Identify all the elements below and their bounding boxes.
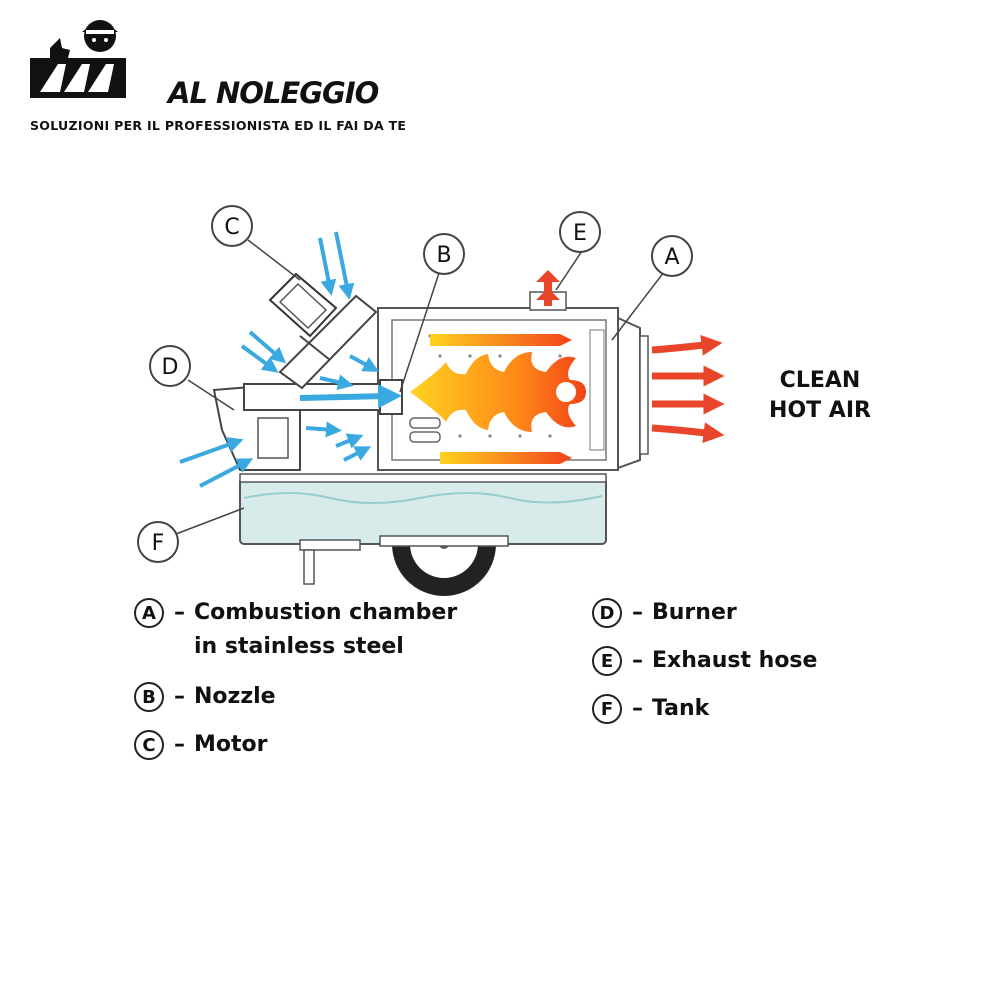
- brand-logo: AL NOLEGGIO SOLUZIONI PER IL PROFESSIONI…: [30, 18, 430, 133]
- legend-item-b: B – Nozzle: [134, 680, 457, 728]
- top-heat-flow: [430, 334, 572, 346]
- callout-f: F: [137, 521, 179, 563]
- legend-item-a: A – Combustion chamber in stainless stee…: [134, 596, 457, 680]
- burner: [212, 379, 403, 471]
- heater-diagram: C B E A D F: [137, 205, 725, 596]
- cold-air-arrows: [179, 231, 380, 488]
- callout-b: B: [423, 233, 465, 275]
- tank: [239, 473, 607, 545]
- legend-key-c: C: [134, 730, 164, 760]
- hot-air-arrows: [651, 334, 725, 444]
- legend-dash: –: [632, 648, 643, 673]
- bottom-heat-flow: [440, 452, 572, 464]
- legend-dash: –: [174, 684, 185, 709]
- svg-text:B: B: [436, 243, 451, 268]
- worker-mascot-icon: [30, 20, 126, 98]
- svg-text:E: E: [573, 221, 587, 246]
- legend-left: A – Combustion chamber in stainless stee…: [134, 596, 457, 776]
- legend-dash: –: [632, 696, 643, 721]
- legend-text-b: Nozzle: [194, 684, 276, 709]
- legend-item-d: D – Burner: [592, 596, 817, 644]
- legend-key-d: D: [592, 598, 622, 628]
- svg-text:C: C: [224, 215, 239, 240]
- legend-text-e: Exhaust hose: [652, 648, 818, 673]
- brand-name: AL NOLEGGIO: [168, 76, 379, 110]
- motor: [268, 272, 378, 390]
- legend-item-f: F – Tank: [592, 692, 817, 740]
- legend-key-a: A: [134, 598, 164, 628]
- legend-text-f: Tank: [652, 696, 710, 721]
- legend-key-b: B: [134, 682, 164, 712]
- clean-label-line1: CLEAN: [779, 368, 861, 393]
- legend-text-c: Motor: [194, 732, 268, 757]
- legend-item-e: E – Exhaust hose: [592, 644, 817, 692]
- svg-text:F: F: [152, 531, 165, 556]
- callout-a: A: [651, 235, 693, 277]
- nozzle-flow: [299, 384, 402, 409]
- exhaust-hose: [529, 270, 567, 311]
- legend-dash: –: [174, 732, 185, 757]
- legend-text-d: Burner: [652, 600, 737, 625]
- callout-lines: [175, 239, 665, 535]
- brand-tagline: SOLUZIONI PER IL PROFESSIONISTA ED IL FA…: [30, 118, 407, 133]
- callout-e: E: [559, 211, 601, 253]
- legend-key-e: E: [592, 646, 622, 676]
- callout-d: D: [149, 345, 191, 387]
- clean-hot-air-label: CLEAN HOT AIR: [760, 366, 880, 426]
- callout-c: C: [211, 205, 253, 247]
- legend-right: D – Burner E – Exhaust hose F – Tank: [592, 596, 817, 740]
- trailer-wheel: [299, 535, 509, 596]
- legend-dash: –: [174, 600, 185, 625]
- legend-key-f: F: [592, 694, 622, 724]
- legend-item-c: C – Motor: [134, 728, 457, 776]
- clean-label-line2: HOT AIR: [769, 398, 871, 423]
- flame: [410, 352, 586, 432]
- legend-dash: –: [632, 600, 643, 625]
- svg-text:A: A: [664, 245, 679, 270]
- svg-text:D: D: [162, 355, 179, 380]
- legend-text-a: Combustion chamber in stainless steel: [194, 600, 458, 659]
